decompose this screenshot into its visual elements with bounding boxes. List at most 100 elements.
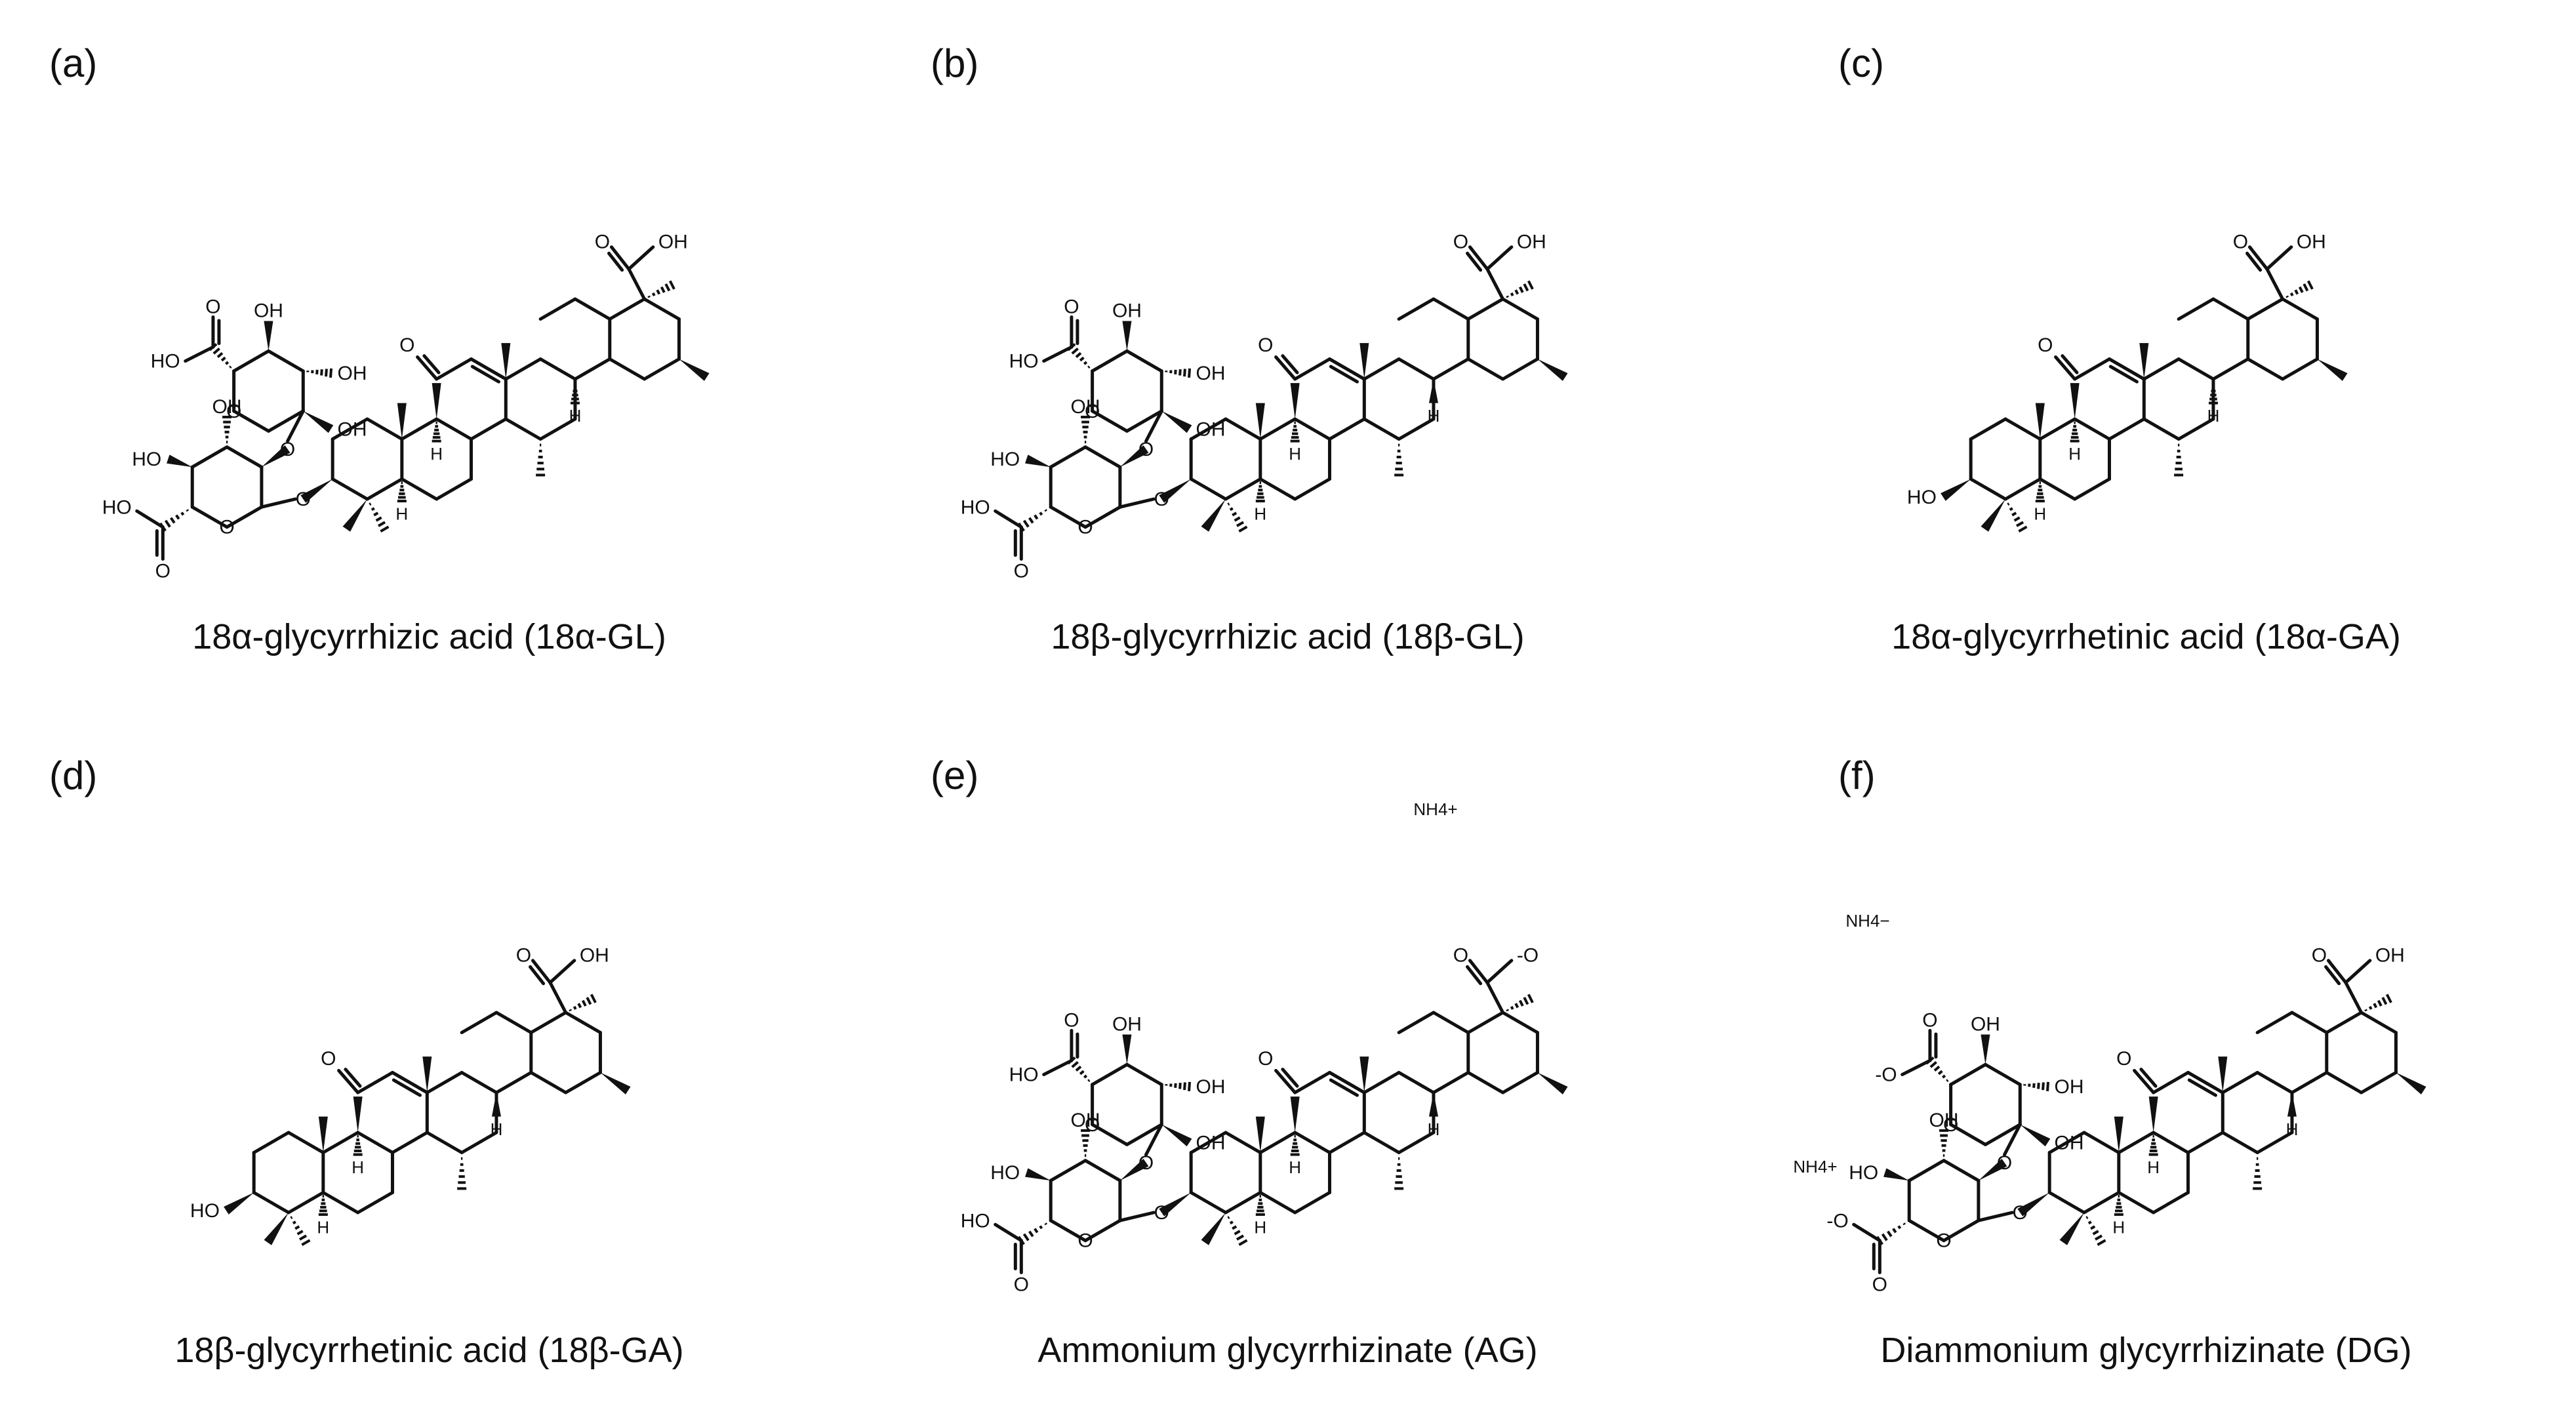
ring-bond bbox=[538, 357, 577, 381]
double-bond-inner bbox=[470, 365, 500, 384]
oxygen-label: O bbox=[1014, 561, 1029, 582]
methyl-wedge bbox=[353, 1096, 363, 1133]
ring-bond bbox=[2281, 297, 2319, 321]
hydroxyl-hash bbox=[1081, 415, 1091, 444]
carboxyl-bond bbox=[548, 980, 568, 1015]
ring-bond bbox=[2152, 1191, 2190, 1215]
oxygen-label: O bbox=[2116, 1048, 2131, 1070]
hydrogen-label: H bbox=[1254, 504, 1266, 523]
ring-bond bbox=[2325, 1011, 2364, 1034]
ring-bond bbox=[1091, 409, 1129, 433]
glycosidic-wedge bbox=[300, 479, 333, 503]
double-bond-inner bbox=[1466, 965, 1483, 986]
hydroxyl-label: OH bbox=[1196, 1132, 1226, 1154]
c12-c13-double-bond bbox=[469, 357, 508, 381]
ring-bond bbox=[643, 297, 681, 321]
ring-bond bbox=[1501, 1071, 1539, 1095]
hydroxyl-wedge bbox=[1025, 1168, 1051, 1181]
ring-bond bbox=[1362, 417, 1401, 441]
ring-oxygen-label: O bbox=[1943, 1114, 1958, 1136]
ring-bond bbox=[252, 1191, 291, 1215]
acid-oxygen-label: HO bbox=[1009, 351, 1039, 372]
ring-bond bbox=[564, 1071, 602, 1095]
ring-bond bbox=[1293, 417, 1331, 441]
methyl-wedge bbox=[1290, 383, 1300, 419]
ring-bond bbox=[435, 357, 473, 381]
ring-bond bbox=[2073, 477, 2111, 501]
ring-bond bbox=[2255, 1011, 2294, 1034]
ring-bond bbox=[1091, 1123, 1129, 1146]
h-hash bbox=[1290, 421, 1300, 443]
oxygen-label: O bbox=[296, 489, 311, 510]
ring-bond bbox=[356, 1191, 394, 1215]
oxygen-label: O bbox=[1064, 296, 1079, 317]
h18-wedge bbox=[1428, 379, 1438, 403]
ring-bond bbox=[1125, 1123, 1163, 1146]
methyl-wedge bbox=[318, 1116, 328, 1153]
ring-bond bbox=[494, 1011, 533, 1034]
glycosidic-bond bbox=[2002, 1123, 2022, 1157]
double-bond-inner bbox=[607, 251, 624, 272]
h-hash bbox=[1290, 1135, 1300, 1156]
hydroxyl-label: OH bbox=[1196, 363, 1226, 384]
h-hash bbox=[1255, 481, 1265, 503]
ring-bond bbox=[1083, 1159, 1122, 1182]
hydrogen-label: H bbox=[1428, 1119, 1440, 1139]
ring-bond bbox=[2177, 297, 2215, 321]
panel-label-c: (c) bbox=[1838, 41, 1884, 85]
acid-oxygen-label: HO bbox=[102, 496, 132, 518]
oxygen-label: O bbox=[1872, 1274, 1887, 1296]
oxygen-label: O bbox=[1922, 1009, 1937, 1031]
acid-oxygen-label: OH bbox=[658, 231, 688, 253]
ring-bond bbox=[1397, 1071, 1436, 1095]
ring-bond bbox=[2177, 417, 2215, 441]
ring-bond bbox=[2246, 297, 2285, 321]
ring-bond bbox=[190, 505, 229, 529]
oxygen-label: O bbox=[399, 334, 414, 356]
keto-bond bbox=[2133, 1068, 2156, 1095]
ring-bond bbox=[225, 505, 264, 529]
hydroxyl-bond bbox=[627, 245, 655, 271]
ring-bond bbox=[2152, 1131, 2190, 1154]
acid-oxygen-label: -O bbox=[1517, 945, 1539, 967]
ring-bond bbox=[2255, 1131, 2294, 1154]
ring-bond bbox=[1501, 1011, 1539, 1034]
ring-bond bbox=[1091, 1062, 1129, 1087]
methyl-hash bbox=[1227, 1216, 1248, 1246]
ring-bond bbox=[538, 297, 577, 321]
methyl-hash bbox=[2174, 443, 2184, 477]
hydroxyl-bond bbox=[1042, 345, 1074, 363]
methyl-hash bbox=[2364, 994, 2392, 1012]
ring-bond bbox=[1432, 297, 1470, 321]
hydrogen-label: H bbox=[2034, 504, 2046, 523]
ring-bond bbox=[529, 1071, 568, 1095]
oxygen-label: O bbox=[280, 439, 295, 460]
double-bond-inner bbox=[1281, 1068, 1299, 1088]
methyl-wedge bbox=[1537, 1072, 1568, 1095]
ring-bond bbox=[225, 445, 264, 469]
hydroxyl-label: OH bbox=[254, 300, 283, 322]
carboxyl-bond bbox=[2344, 980, 2364, 1015]
double-bond-inner bbox=[2324, 965, 2341, 986]
hydrogen-label: H bbox=[491, 1119, 503, 1139]
hydroxyl-label: OH bbox=[1112, 300, 1142, 322]
ring-bond bbox=[564, 1011, 602, 1034]
ring-bond bbox=[1397, 417, 1436, 441]
ring-bond bbox=[1258, 417, 1297, 441]
glycosidic-wedge bbox=[1978, 1158, 2007, 1181]
ring-bond bbox=[1327, 417, 1366, 441]
methyl-wedge bbox=[2059, 1213, 2084, 1245]
carbonyl-bond bbox=[2326, 959, 2348, 984]
double-bond-inner bbox=[1466, 251, 1483, 272]
hydroxyl-hash bbox=[2023, 1081, 2050, 1091]
ring-bond bbox=[2152, 1071, 2190, 1095]
hydrogen-label: H bbox=[1428, 406, 1440, 426]
ring-bond bbox=[1125, 1062, 1163, 1087]
methyl-wedge bbox=[1359, 343, 1369, 379]
h-hash bbox=[397, 481, 407, 503]
ring-bond bbox=[2360, 1071, 2398, 1095]
methyl-wedge bbox=[1537, 359, 1568, 381]
ring-bond bbox=[2082, 1131, 2121, 1154]
